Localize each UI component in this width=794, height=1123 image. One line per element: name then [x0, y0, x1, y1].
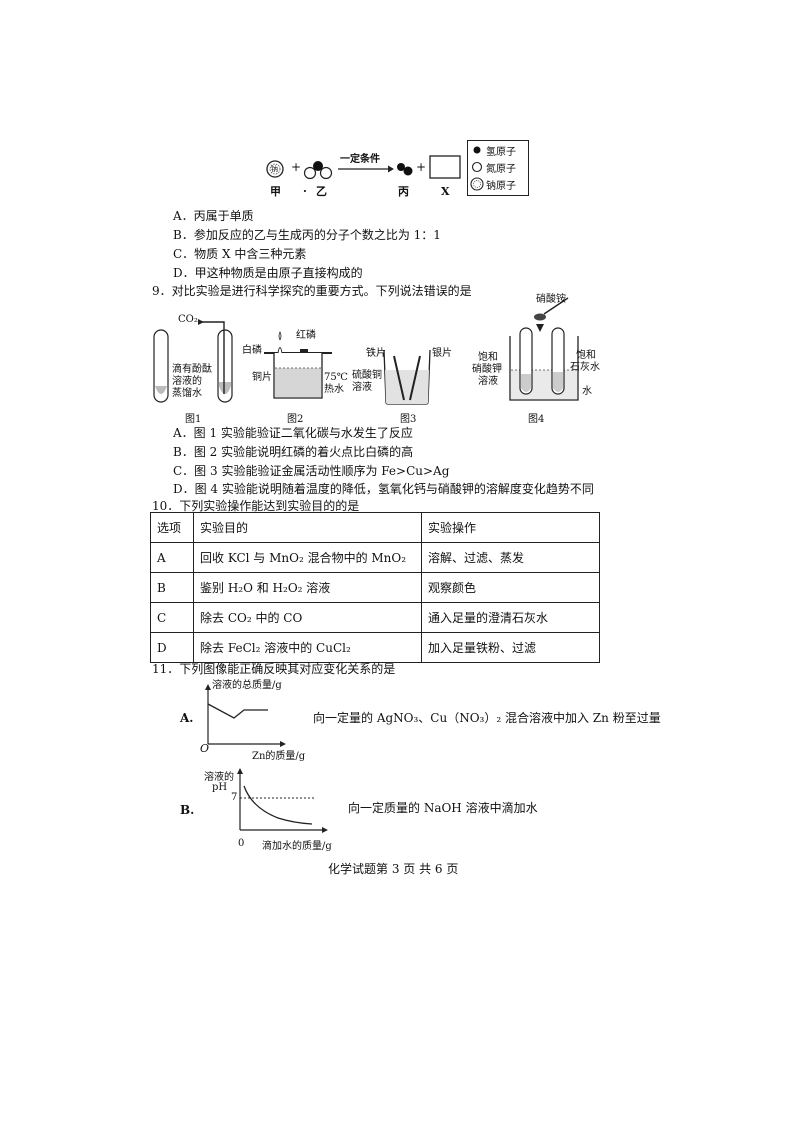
row-c-option: C: [150, 602, 194, 633]
fig3-solution-line1: 硫酸铜: [352, 370, 382, 381]
q9-figure-2: 红磷 白磷 铜片 75℃ 热水: [240, 326, 350, 406]
q11-b-xlabel: 滴加水的质量/g: [262, 841, 332, 852]
q10-experiment-table: 选项 实验目的 实验操作 A 回收 KCl 与 MnO₂ 混合物中的 MnO₂ …: [150, 512, 600, 663]
label-yi: 乙: [316, 185, 327, 198]
row-c-operation: 通入足量的澄清石灰水: [421, 602, 600, 633]
row-a-purpose: 回收 KCl 与 MnO₂ 混合物中的 MnO₂: [193, 542, 422, 573]
arrow-condition-label: 一定条件: [340, 154, 380, 165]
row-d-operation: 加入足量铁粉、过滤: [421, 632, 600, 663]
fig3-solution-line2: 溶液: [352, 382, 372, 393]
q11-b-ylabel-line2: pH: [212, 782, 228, 793]
fig2-caption: 图2: [287, 414, 304, 425]
label-jia: 甲: [270, 185, 281, 198]
q11-b-curve: [243, 785, 313, 825]
fig3-silver-sheet: 银片: [432, 348, 452, 359]
fig4-caption: 图4: [528, 414, 545, 425]
q11-a-xlabel: Zn的质量/g: [252, 751, 306, 762]
q11-b-ytick-7: 7: [231, 792, 238, 803]
q11-a-curve: [207, 703, 268, 719]
legend-sodium: 钠原子: [486, 181, 516, 192]
q8-reaction-diagram: 钠 + + 一定条件: [260, 150, 470, 200]
q11-a-origin: O: [200, 742, 210, 755]
fig2-hot-water: 热水: [324, 384, 344, 395]
label-bing: 丙: [398, 185, 409, 198]
table-row: D 除去 FeCl₂ 溶液中的 CuCl₂ 加入足量铁粉、过滤: [150, 632, 600, 663]
legend-hydrogen: 氢原子: [486, 147, 516, 158]
plus-sign-2: +: [416, 160, 427, 174]
q9-figure-1: CO₂ 滴有酚酞 溶液的 蒸馏水: [150, 308, 240, 426]
table-row: A 回收 KCl 与 MnO₂ 混合物中的 MnO₂ 溶解、过滤、蒸发: [150, 542, 600, 573]
q8-option-d: D．甲这种物质是由原子直接构成的: [173, 266, 363, 280]
fig3-iron-sheet: 铁片: [366, 348, 386, 359]
sodium-icon-text: 钠: [271, 165, 278, 173]
page-footer: 化学试题第 3 页 共 6 页: [328, 862, 459, 876]
hydrogen-atom-icon: [473, 146, 481, 154]
q11-a-description: 向一定量的 AgNO₃、Cu（NO₃）₂ 混合溶液中加入 Zn 粉至过量: [313, 711, 661, 725]
q10-stem: 10．下列实验操作能达到实验目的的是: [152, 499, 360, 513]
atom-legend: 氢原子 氮原子 钠原子: [467, 140, 529, 196]
fig4-water: 水: [582, 386, 592, 397]
unknown-x-box: [429, 155, 461, 179]
fig1-liquid-line3: 蒸馏水: [172, 388, 202, 399]
row-c-purpose: 除去 CO₂ 中的 CO: [193, 602, 422, 633]
row-b-option: B: [150, 572, 194, 603]
plus-sign-1: +: [291, 160, 302, 174]
molecule-yi-icon: [303, 161, 333, 180]
table-header-row: 选项 实验目的 实验操作: [150, 512, 600, 543]
sodium-legend-icon: [470, 177, 484, 191]
fig4-ammonium-nitrate: 硝酸铵: [536, 294, 566, 305]
q9-option-a: A．图 1 实验能验证二氧化碳与水发生了反应: [173, 426, 413, 440]
q9-option-c: C．图 3 实验能验证金属活动性顺序为 Fe>Cu>Ag: [173, 464, 450, 478]
molecule-bing-icon: [397, 163, 413, 176]
fig3-caption: 图3: [400, 414, 417, 425]
q11-b-origin: 0: [238, 838, 245, 849]
fig4-kno3-line1: 饱和: [478, 352, 498, 363]
q11-b-ylabel-line1: 溶液的: [204, 772, 234, 783]
q11-a-letter: A.: [180, 711, 194, 725]
fig2-copper-sheet: 铜片: [252, 372, 272, 383]
fig4-limewater-line1: 饱和: [576, 350, 596, 361]
nitrogen-atom-icon: [471, 161, 483, 173]
label-x: X: [441, 185, 450, 198]
q11-a-ylabel: 溶液的总质量/g: [212, 680, 282, 691]
q11-b-description: 向一定质量的 NaOH 溶液中滴加水: [348, 801, 538, 815]
sodium-atom-icon: [266, 160, 284, 178]
fig4-limewater-line2: 石灰水: [570, 362, 600, 373]
q11-b-letter: B.: [180, 803, 195, 817]
fig1-liquid-line1: 滴有酚酞: [172, 364, 212, 375]
header-operation: 实验操作: [421, 512, 600, 543]
row-b-purpose: 鉴别 H₂O 和 H₂O₂ 溶液: [193, 572, 422, 603]
table-row: B 鉴别 H₂O 和 H₂O₂ 溶液 观察颜色: [150, 572, 600, 603]
header-purpose: 实验目的: [193, 512, 422, 543]
q11-stem: 11．下列图像能正确反映其对应变化关系的是: [152, 662, 396, 676]
q9-option-d: D．图 4 实验能说明随着温度的降低，氢氧化钙与硝酸钾的溶解度变化趋势不同: [173, 482, 594, 496]
fig2-white-phosphorus: 白磷: [242, 345, 262, 356]
q8-option-b: B．参加反应的乙与生成丙的分子个数之比为 1：1: [173, 228, 441, 242]
fig1-liquid-line2: 溶液的: [172, 376, 202, 387]
q9-option-b: B．图 2 实验能说明红磷的着火点比白磷的高: [173, 445, 414, 459]
q9-stem: 9．对比实验是进行科学探究的重要方式。下列说法错误的是: [152, 284, 472, 298]
header-option: 选项: [150, 512, 194, 543]
row-d-option: D: [150, 632, 194, 663]
q9-figure-3: 铁片 银片 硫酸铜 溶液: [352, 344, 462, 410]
row-d-purpose: 除去 FeCl₂ 溶液中的 CuCl₂: [193, 632, 422, 663]
row-a-option: A: [150, 542, 194, 573]
legend-nitrogen: 氮原子: [486, 164, 516, 175]
reaction-molecules-svg: [266, 155, 461, 180]
fig2-water-temp: 75℃: [324, 372, 348, 383]
label-dot: ·: [303, 185, 307, 198]
fig4-kno3-line3: 溶液: [478, 376, 498, 387]
table-row: C 除去 CO₂ 中的 CO 通入足量的澄清石灰水: [150, 602, 600, 633]
q11-a-graph: [205, 684, 286, 747]
q8-option-c: C．物质 X 中含三种元素: [173, 247, 307, 261]
q8-option-a: A．丙属于单质: [173, 209, 254, 223]
fig1-co2-label: CO₂: [178, 314, 198, 325]
q9-figure-4: 硝酸铵 饱和 硝酸钾 溶液 饱和 石灰水 水: [470, 292, 610, 408]
row-b-operation: 观察颜色: [421, 572, 600, 603]
fig2-red-phosphorus: 红磷: [296, 330, 316, 341]
row-a-operation: 溶解、过滤、蒸发: [421, 542, 600, 573]
fig1-caption: 图1: [185, 414, 202, 425]
q11-b-graph: [237, 768, 328, 833]
fig4-kno3-line2: 硝酸钾: [472, 364, 502, 375]
